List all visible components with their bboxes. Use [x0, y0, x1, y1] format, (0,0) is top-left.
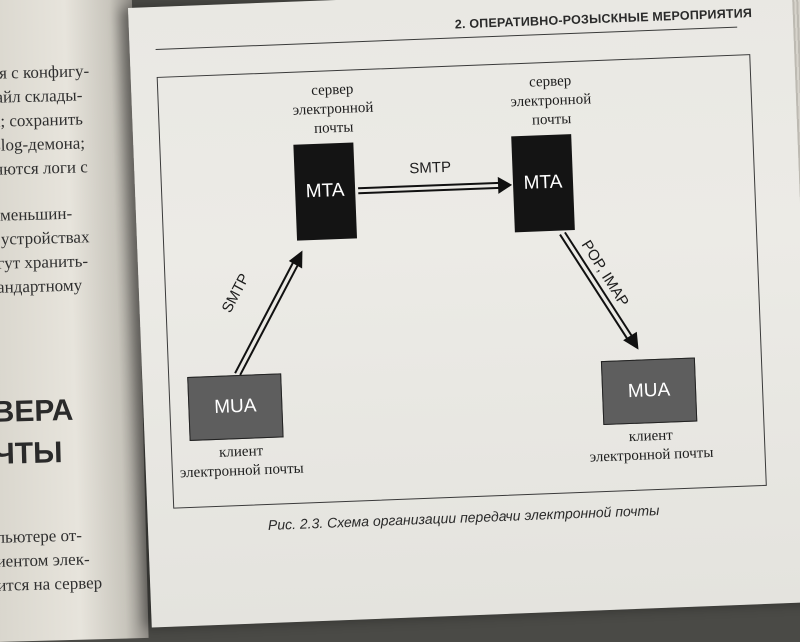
- left-text-line: к меньшин-: [0, 203, 73, 225]
- left-text-line: огут хранить-: [0, 251, 89, 273]
- smtp-diagonal-arrow: [234, 250, 303, 376]
- header-rule: [155, 26, 738, 50]
- page-edge-stack: [791, 0, 800, 583]
- smtp-horizontal-label: SMTP: [409, 158, 452, 178]
- left-text-line: ься с конфигу-: [0, 61, 90, 84]
- arrows-layer: [234, 176, 639, 376]
- smtp-horizontal-arrow: [358, 176, 513, 195]
- left-text-line: ва; сохранить: [0, 109, 84, 132]
- left-book-page: ься с конфигу- файл склады- ва; сохранит…: [0, 0, 149, 642]
- left-text-line: тандартному: [0, 275, 83, 297]
- left-text-line: yslog-демона;: [0, 133, 86, 156]
- left-section-heading: ВЕРА: [0, 393, 74, 429]
- left-text-line: пьютере от-: [0, 525, 83, 547]
- left-text-line: х устройствах: [0, 227, 90, 249]
- left-section-heading: ЧТЫ: [0, 436, 63, 471]
- right-book-page: 2. ОПЕРАТИВНО-РОЗЫСКНЫЕ МЕРОПРИЯТИЯ серв…: [128, 0, 800, 628]
- diagram-frame: сервер электронной почты MTA сервер элек…: [156, 54, 767, 509]
- left-text-line: файл склады-: [0, 85, 83, 108]
- left-text-line: няются логи с: [0, 157, 89, 180]
- left-text-line: иентом элек-: [0, 549, 90, 571]
- figure-caption: Рис. 2.3. Схема организации передачи эле…: [267, 501, 660, 534]
- left-text-line: ится на сервер: [0, 573, 103, 595]
- pop-imap-diagonal-arrow: [559, 231, 639, 350]
